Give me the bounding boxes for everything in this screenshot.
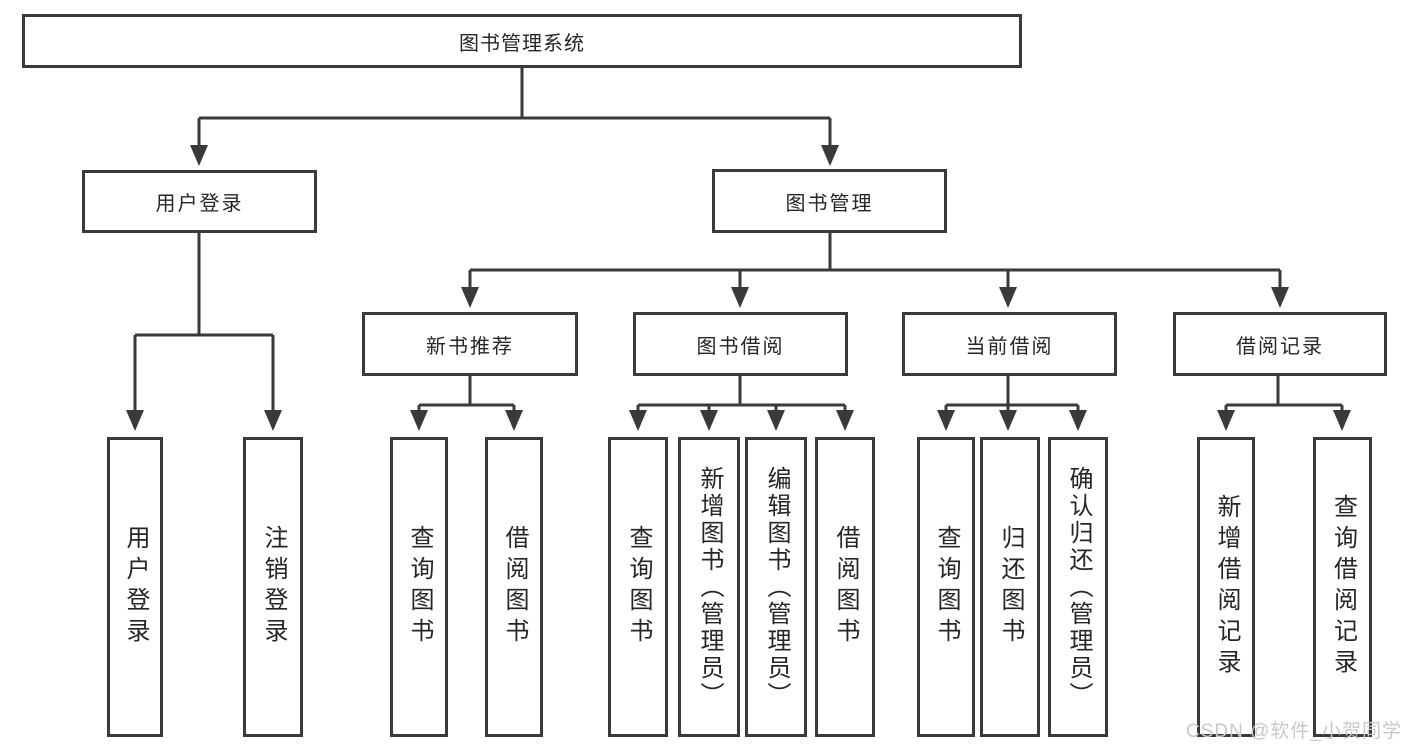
leaf-user-login: 用户登录 xyxy=(107,437,163,737)
leaf-label: 用户登录 xyxy=(122,525,149,649)
node-label: 图书管理 xyxy=(785,192,874,215)
leaf-query-books-borrow: 查询图书 xyxy=(608,437,668,737)
node-root-library-management-system: 图书管理系统 xyxy=(22,14,1022,68)
node-label: 新书推荐 xyxy=(426,335,514,358)
leaf-label: 查询借阅记录 xyxy=(1329,494,1357,680)
node-label: 图书管理系统 xyxy=(459,32,585,55)
node-current-borrowing: 当前借阅 xyxy=(902,312,1117,376)
leaf-borrow-books: 借阅图书 xyxy=(815,437,875,737)
leaf-label: 注销登录 xyxy=(260,525,287,649)
node-new-book-recommendation: 新书推荐 xyxy=(362,312,578,376)
leaf-query-borrow-record: 查询借阅记录 xyxy=(1313,437,1372,737)
leaf-edit-books-admin: 编辑图书（管理员） xyxy=(745,437,807,737)
leaf-label: 借阅图书 xyxy=(832,525,859,649)
leaf-add-borrow-record: 新增借阅记录 xyxy=(1197,437,1255,737)
node-user-login: 用户登录 xyxy=(82,170,317,233)
node-label: 图书借阅 xyxy=(696,335,785,358)
leaf-add-books-admin: 新增图书（管理员） xyxy=(678,437,740,737)
leaf-borrow-books-recommend: 借阅图书 xyxy=(485,437,543,737)
node-book-borrowing: 图书借阅 xyxy=(633,312,848,376)
leaf-label: 确认归还（管理员） xyxy=(1065,465,1092,709)
node-borrowing-records: 借阅记录 xyxy=(1173,312,1387,376)
csdn-watermark: CSDN @软件_小贺同学 xyxy=(1186,721,1402,742)
node-label: 借阅记录 xyxy=(1236,335,1324,358)
leaf-label: 归还图书 xyxy=(997,525,1024,649)
leaf-label: 查询图书 xyxy=(625,525,652,649)
leaf-query-books-recommend: 查询图书 xyxy=(390,437,448,737)
leaf-confirm-return-admin: 确认归还（管理员） xyxy=(1048,437,1108,737)
leaf-label: 借阅图书 xyxy=(501,525,528,649)
leaf-label: 查询图书 xyxy=(933,525,960,649)
leaf-logout: 注销登录 xyxy=(243,437,303,737)
leaf-label: 新增图书（管理员） xyxy=(696,465,723,709)
leaf-label: 查询图书 xyxy=(406,525,433,649)
node-label: 当前借阅 xyxy=(965,335,1054,358)
leaf-label: 编辑图书（管理员） xyxy=(763,465,790,709)
node-book-management: 图书管理 xyxy=(712,169,947,233)
leaf-label: 新增借阅记录 xyxy=(1213,494,1240,680)
leaf-query-books-current: 查询图书 xyxy=(917,437,975,737)
node-label: 用户登录 xyxy=(155,193,244,215)
leaf-return-books: 归还图书 xyxy=(980,437,1040,737)
